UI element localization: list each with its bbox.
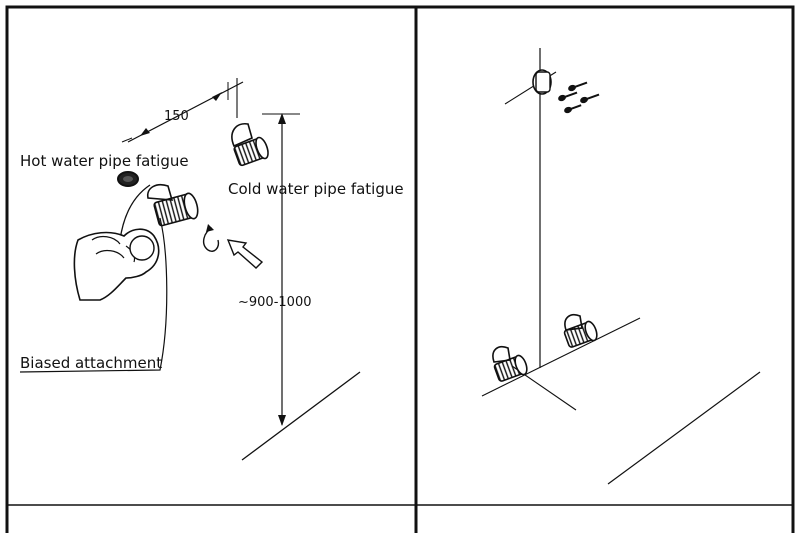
cold-pipe-fitting [231, 122, 269, 167]
height-range-label: ~900-1000 [238, 295, 311, 310]
height-dimension [262, 113, 300, 426]
push-arrow-icon [226, 239, 264, 269]
right-fitting-back [563, 314, 598, 348]
width-dimension-label: 150 [164, 109, 189, 124]
right-panel [481, 48, 761, 485]
rotation-arrowhead-icon [206, 224, 214, 232]
outer-frame [5, 5, 795, 533]
width-dimension [121, 78, 244, 143]
hot-pipe-ring-inner [123, 176, 133, 182]
floor-line [241, 371, 361, 461]
wall-bracket [532, 69, 552, 95]
floor-line-right [607, 371, 761, 485]
right-fitting-front [492, 346, 528, 382]
biased-attachment-label: Biased attachment [20, 354, 162, 372]
hot-pipe-fitting [146, 183, 199, 227]
left-panel: 150 Hot water pipe fatigue Cold water pi… [19, 78, 404, 461]
floor-guide-line [481, 317, 641, 397]
cold-pipe-label: Cold water pipe fatigue [228, 180, 404, 198]
leader-line [19, 217, 168, 373]
guide-curve [119, 184, 151, 241]
hand-illustration [73, 228, 160, 301]
rotation-arrow-icon [202, 227, 220, 252]
screw-set [558, 81, 600, 114]
hot-pipe-label: Hot water pipe fatigue [20, 152, 189, 170]
